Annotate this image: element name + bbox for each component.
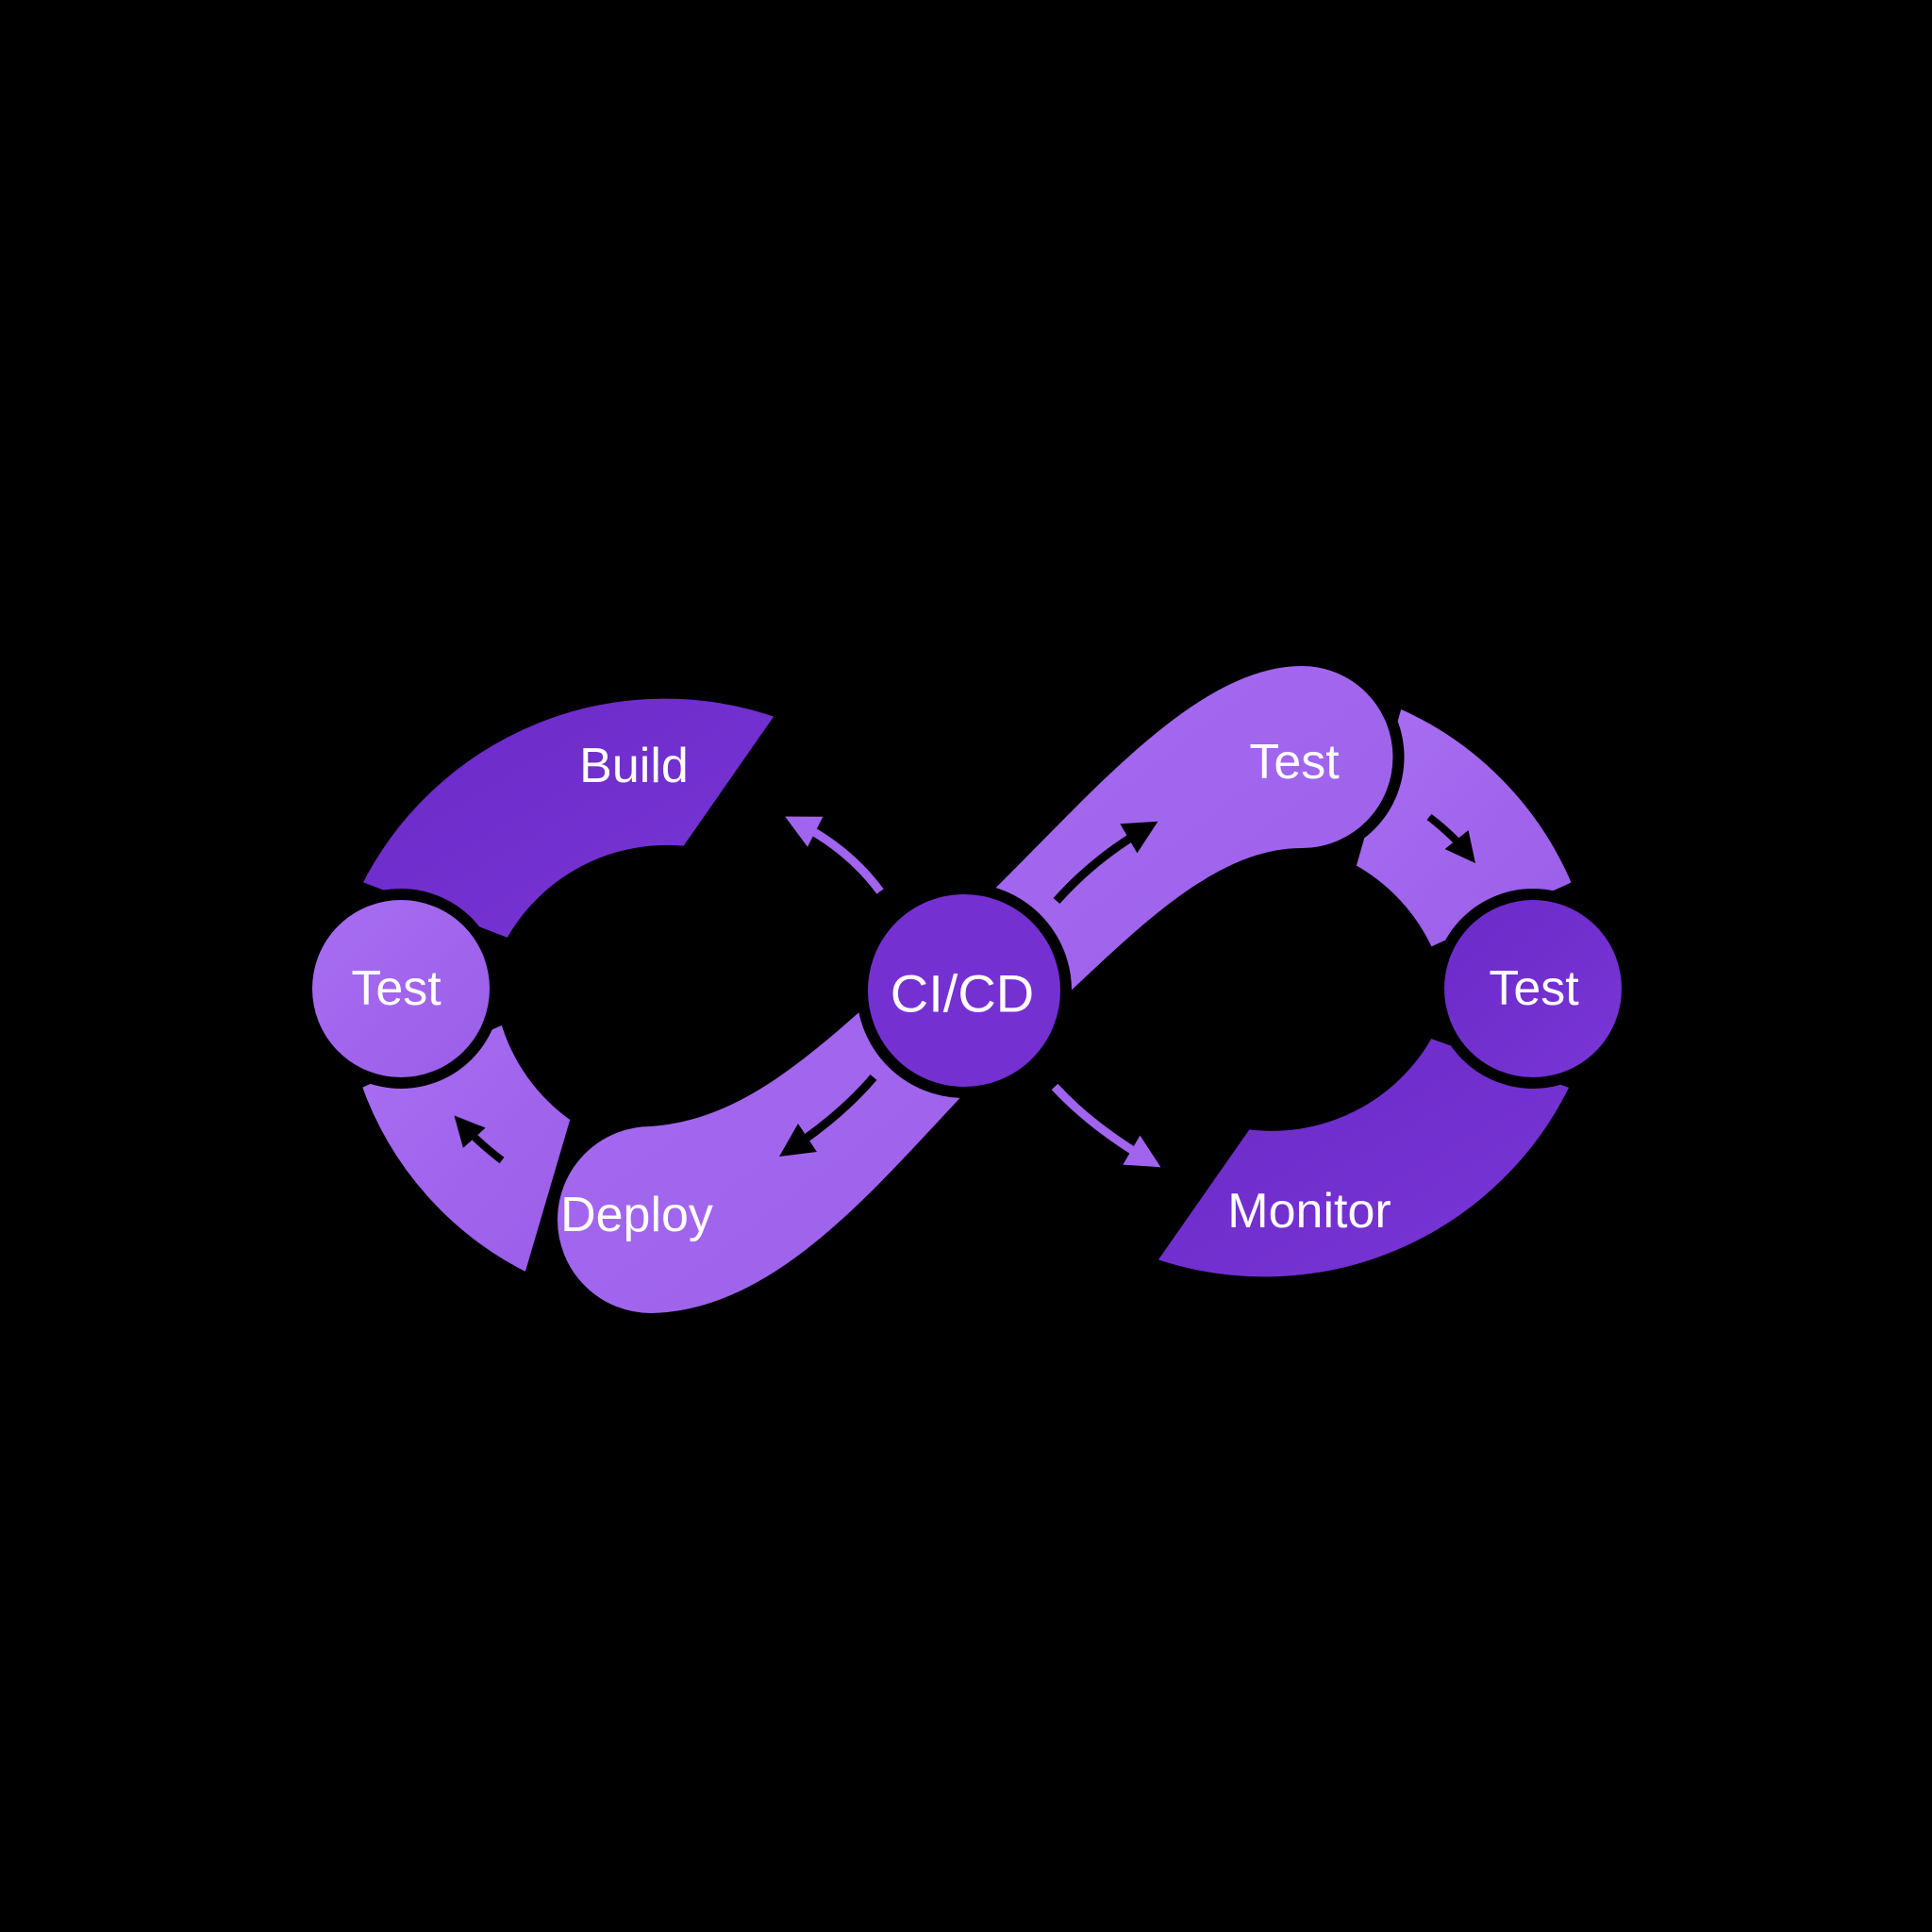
test-right-node	[1433, 889, 1633, 1089]
deploy-label: Deploy	[560, 1188, 713, 1242]
test-left-label: Test	[351, 961, 441, 1016]
test-right-label: Test	[1489, 961, 1579, 1016]
arrow-icon	[785, 816, 884, 894]
test-left-node	[301, 889, 501, 1089]
monitor-label: Monitor	[1227, 1184, 1391, 1239]
arrow-icon	[1053, 821, 1158, 904]
build-segment	[350, 689, 789, 950]
arrow-icon	[1051, 1083, 1161, 1168]
build-label: Build	[579, 739, 689, 793]
arrow-icon	[454, 1115, 505, 1164]
arrow-icon	[1426, 813, 1475, 863]
arrow-icon	[779, 1074, 877, 1157]
monitor-segment	[1143, 1026, 1582, 1287]
test-top-right-label: Test	[1249, 735, 1340, 790]
cicd-hub	[857, 883, 1072, 1098]
cicd-label: CI/CD	[891, 964, 1034, 1024]
